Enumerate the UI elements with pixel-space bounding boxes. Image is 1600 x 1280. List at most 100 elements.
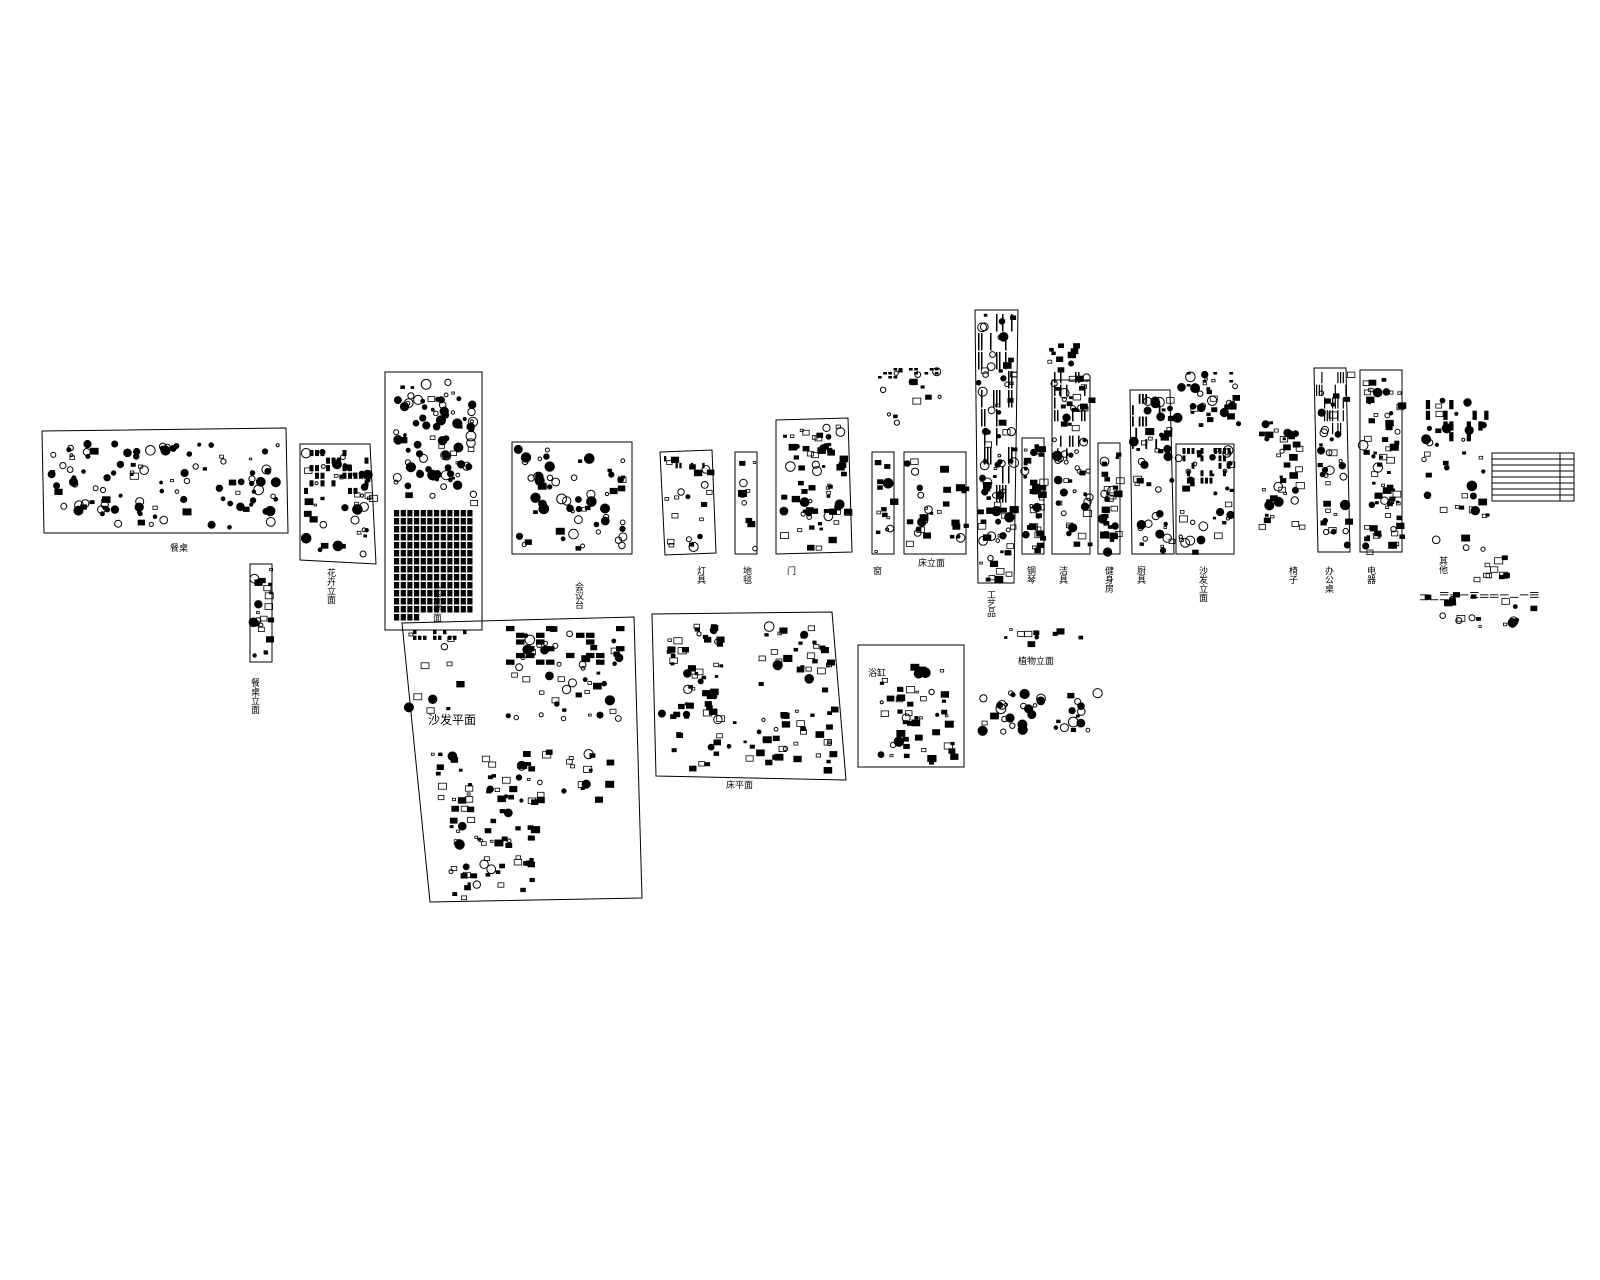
cad-symbol: [1079, 437, 1089, 447]
cad-symbol: [978, 352, 980, 370]
cad-symbol: [460, 873, 468, 879]
cad-symbol: [159, 515, 168, 525]
cad-symbol: [1179, 515, 1189, 523]
cad-symbol: [749, 744, 755, 749]
cad-symbol: [620, 458, 626, 464]
cad-symbol: [454, 558, 460, 565]
cad-symbol: [977, 322, 987, 333]
cad-symbol: [1222, 448, 1232, 458]
cad-symbol: [1387, 470, 1391, 474]
cad-symbol: [513, 714, 519, 721]
cad-symbol: [1002, 466, 1004, 484]
cad-symbol: [714, 675, 719, 678]
cad-symbol: [137, 519, 146, 526]
cad-symbol: [1190, 383, 1201, 394]
cad-symbol: [1434, 442, 1440, 447]
cad-symbol: [701, 675, 707, 680]
cad-symbol: [557, 676, 565, 682]
cad-symbol: [420, 398, 426, 404]
cad-symbol: [1135, 427, 1138, 438]
cad-symbol: [1299, 524, 1306, 530]
cad-symbol: [1439, 397, 1446, 404]
cad-symbol: [265, 505, 276, 517]
cad-symbol: [956, 534, 961, 539]
cad-symbol: [400, 598, 406, 605]
cad-symbol: [420, 662, 430, 670]
cad-symbol: [915, 690, 919, 694]
cad-symbol: [536, 639, 545, 645]
cad-symbol: [248, 475, 256, 483]
cad-symbol: [570, 764, 576, 769]
cad-symbol: [1054, 410, 1056, 422]
cad-symbol: [1227, 462, 1231, 469]
cad-symbol: [835, 424, 841, 429]
cad-symbol: [586, 652, 595, 659]
cad-symbol: [1174, 454, 1183, 463]
cad-symbol: [488, 761, 497, 768]
cad-symbol: [617, 485, 626, 492]
cad-symbol: [461, 895, 467, 901]
cad-symbol: [1207, 417, 1214, 423]
cad-symbol: [1362, 542, 1370, 550]
cad-symbol: [682, 647, 690, 653]
cad-symbol: [1163, 521, 1168, 527]
cad-symbol: [618, 532, 628, 542]
cad-symbol: [1263, 517, 1271, 524]
cad-symbol: [998, 369, 1003, 373]
cad-symbol: [426, 707, 435, 714]
cad-symbol: [1059, 488, 1068, 497]
cad-symbol: [1339, 472, 1348, 481]
cad-symbol: [1024, 630, 1033, 638]
cad-symbol: [50, 470, 56, 475]
cad-symbol: [996, 485, 998, 503]
cad-symbol: [365, 478, 371, 483]
cad-symbol: [1394, 428, 1401, 435]
cad-symbol: [467, 510, 473, 517]
cad-symbol: [394, 606, 400, 613]
cad-symbol: [404, 459, 411, 466]
cad-symbol: [497, 882, 505, 888]
cad-symbol: [977, 725, 988, 736]
cad-symbol: [1373, 413, 1379, 417]
cad-symbol: [998, 459, 1006, 468]
cad-symbol: [983, 313, 988, 317]
cad-symbol: [522, 676, 531, 683]
cad-symbol: [257, 626, 265, 633]
cad-symbol: [427, 542, 433, 549]
cad-symbol: [568, 756, 574, 760]
cad-symbol: [1223, 470, 1226, 477]
cad-symbol: [1008, 390, 1010, 408]
cad-symbol: [606, 759, 615, 766]
cad-symbol: [667, 638, 672, 642]
cad-symbol: [1229, 380, 1234, 383]
cad-symbol: [1269, 421, 1274, 425]
cad-symbol: [588, 713, 592, 717]
cad-symbol: [677, 488, 685, 496]
cad-symbol: [1481, 469, 1486, 474]
cad-symbol: [82, 448, 91, 456]
cad-symbol: [916, 484, 923, 491]
cad-symbol: [1386, 484, 1394, 490]
cad-symbol: [980, 367, 989, 374]
cad-symbol: [1085, 468, 1091, 474]
cad-symbol: [440, 542, 446, 549]
cad-symbol: [453, 442, 464, 453]
cad-symbol: [1470, 506, 1481, 516]
cad-symbol: [520, 452, 532, 463]
cad-symbol: [1332, 422, 1334, 435]
cad-symbol: [1182, 455, 1186, 462]
cad-symbol: [420, 510, 426, 517]
cad-symbol: [616, 646, 625, 652]
cad-symbol: [1076, 718, 1086, 728]
cad-symbol: [826, 494, 831, 498]
cad-symbol: [1440, 592, 1449, 593]
cad-symbol: [941, 709, 948, 715]
cad-symbol: [668, 543, 675, 548]
cad-symbol: [765, 759, 773, 766]
cad-symbol: [1017, 724, 1028, 735]
cad-symbol: [985, 429, 991, 435]
cad-symbol: [237, 478, 245, 486]
cad-symbol: [1159, 547, 1167, 554]
cad-symbol: [813, 644, 820, 649]
cad-symbol: [440, 510, 446, 517]
